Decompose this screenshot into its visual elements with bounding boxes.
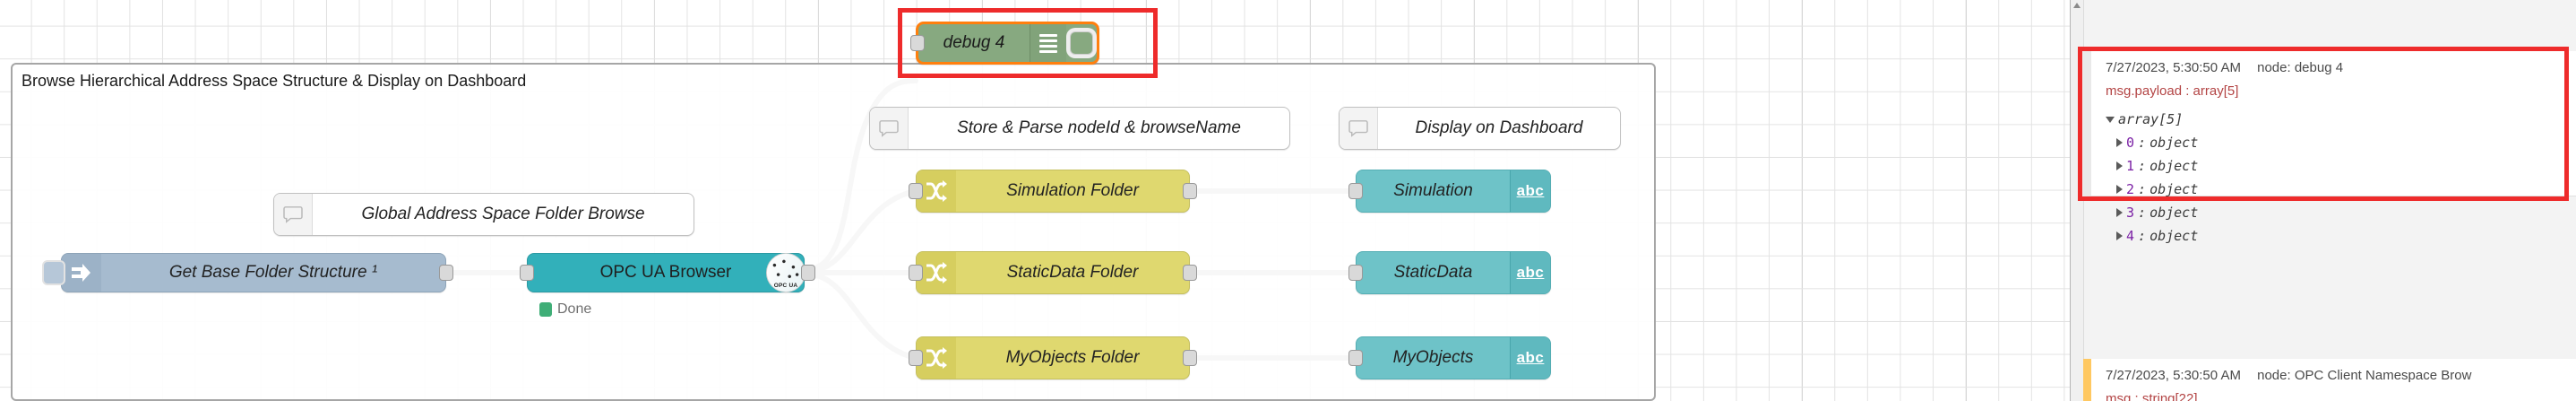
- comment-store-parse-label: Store & Parse nodeId & browseName: [957, 118, 1241, 137]
- debug-message-item[interactable]: 7/27/2023, 5:30:50 AM node: debug 4 msg.…: [2083, 51, 2576, 244]
- abc-icon: abc: [1510, 252, 1550, 293]
- tree-root-row[interactable]: array[5]: [2106, 111, 2566, 127]
- scroll-up-arrow-icon[interactable]: [2073, 3, 2081, 8]
- debug-message-topic: msg.payload : array[5]: [2106, 83, 2239, 99]
- abc-icon: abc: [1510, 337, 1550, 379]
- staticdata-folder-input-port[interactable]: [909, 265, 923, 281]
- comment-icon: [870, 108, 909, 149]
- simulation-input-port[interactable]: [1348, 183, 1363, 199]
- node-ui-text-myobjects[interactable]: MyObjects abc: [1348, 336, 1551, 379]
- ui-text-myobjects-label: MyObjects: [1392, 348, 1474, 367]
- function-icon: [917, 337, 956, 379]
- node-ui-text-staticdata[interactable]: StaticData abc: [1348, 251, 1551, 294]
- tree-item-value: object: [2150, 205, 2199, 221]
- tree-item-key: 0: [2126, 135, 2135, 151]
- simulation-folder-output-port[interactable]: [1183, 183, 1197, 199]
- tree-item-row[interactable]: 3: object: [2106, 205, 2566, 221]
- comment-icon: [274, 194, 313, 235]
- comment-display-dashboard-label: Display on Dashboard: [1415, 118, 1583, 137]
- staticdata-folder-output-port[interactable]: [1183, 265, 1197, 281]
- simulation-folder-input-port[interactable]: [909, 183, 923, 199]
- group-title: Browse Hierarchical Address Space Struct…: [22, 72, 527, 90]
- myobjects-folder-input-port[interactable]: [909, 350, 923, 366]
- node-opc-ua-browser[interactable]: OPC UA Browser OPC UA: [520, 253, 815, 292]
- myobjects-input-port[interactable]: [1348, 350, 1363, 366]
- tree-item-key: 1: [2126, 158, 2135, 174]
- tree-item-value: object: [2150, 228, 2199, 244]
- debug-4-input-port[interactable]: [910, 35, 925, 51]
- debug-payload-tree[interactable]: array[5] 0: object 1: object 2: object: [2106, 111, 2566, 244]
- chevron-right-icon[interactable]: [2116, 231, 2123, 240]
- node-function-simulation-folder[interactable]: Simulation Folder: [909, 170, 1197, 213]
- staticdata-folder-label: StaticData Folder: [1006, 263, 1139, 282]
- chevron-down-icon[interactable]: [2106, 116, 2115, 123]
- opcua-status-badge: Done: [539, 301, 591, 318]
- comment-display-dashboard[interactable]: Display on Dashboard: [1339, 107, 1621, 150]
- tree-item-row[interactable]: 1: object: [2106, 158, 2566, 174]
- inject-arrow-icon: [62, 254, 101, 292]
- debug-timestamp: 7/27/2023, 5:30:50 AM: [2106, 60, 2241, 75]
- node-inject-get-base-folder[interactable]: Get Base Folder Structure ¹: [42, 253, 453, 292]
- comment-store-parse[interactable]: Store & Parse nodeId & browseName: [869, 107, 1290, 150]
- simulation-folder-label: Simulation Folder: [1006, 181, 1139, 200]
- ui-text-simulation-label: Simulation: [1393, 181, 1473, 200]
- node-function-myobjects-folder[interactable]: MyObjects Folder: [909, 336, 1197, 379]
- tree-item-row[interactable]: 2: object: [2106, 181, 2566, 197]
- myobjects-folder-output-port[interactable]: [1183, 350, 1197, 366]
- function-icon: [917, 252, 956, 293]
- comment-icon: [1340, 108, 1378, 149]
- chevron-right-icon[interactable]: [2116, 185, 2123, 194]
- chevron-right-icon[interactable]: [2116, 208, 2123, 217]
- debug-message-header: 7/27/2023, 5:30:50 AM node: debug 4: [2106, 60, 2566, 75]
- tree-item-row[interactable]: 4: object: [2106, 228, 2566, 244]
- tree-item-row[interactable]: 0: object: [2106, 135, 2566, 151]
- opcua-status-text: Done: [557, 301, 592, 317]
- opc-ua-logo-icon: OPC UA: [766, 253, 806, 292]
- hamburger-icon: [1030, 24, 1066, 62]
- node-ui-text-simulation[interactable]: Simulation abc: [1348, 170, 1551, 213]
- opc-ua-badge-text: OPC UA: [773, 283, 798, 289]
- debug-message-header: 7/27/2023, 5:30:50 AM node: OPC Client N…: [2106, 368, 2566, 383]
- tree-item-value: object: [2150, 135, 2199, 151]
- comment-global-address-space[interactable]: Global Address Space Folder Browse: [273, 193, 694, 236]
- inject-button[interactable]: [42, 260, 65, 285]
- abc-icon: abc: [1510, 170, 1550, 212]
- debug-toggle-button[interactable]: [1066, 24, 1097, 62]
- tree-item-key: 4: [2126, 228, 2135, 244]
- tree-item-key: 2: [2126, 181, 2135, 197]
- tree-root-label: array[5]: [2118, 111, 2184, 127]
- function-icon: [917, 170, 956, 212]
- comment-global-address-space-label: Global Address Space Folder Browse: [361, 205, 645, 223]
- debug-message-item[interactable]: 7/27/2023, 5:30:50 AM node: OPC Client N…: [2083, 359, 2576, 401]
- debug-timestamp: 7/27/2023, 5:30:50 AM: [2106, 368, 2241, 383]
- sidebar-scrollbar[interactable]: [2071, 0, 2084, 401]
- opcua-input-port[interactable]: [520, 265, 534, 281]
- inject-node-label: Get Base Folder Structure ¹: [168, 263, 378, 282]
- tree-item-value: object: [2150, 181, 2199, 197]
- debug-source-node: node: debug 4: [2257, 60, 2344, 75]
- node-function-staticdata-folder[interactable]: StaticData Folder: [909, 251, 1197, 294]
- tree-item-value: object: [2150, 158, 2199, 174]
- chevron-right-icon[interactable]: [2116, 138, 2123, 147]
- debug-sidebar[interactable]: 7/27/2023, 5:30:50 AM node: debug 4 msg.…: [2070, 0, 2576, 401]
- status-dot-icon: [539, 302, 552, 317]
- flow-canvas[interactable]: Browse Hierarchical Address Space Struct…: [0, 0, 2070, 401]
- chevron-right-icon[interactable]: [2116, 161, 2123, 170]
- debug-source-node: node: OPC Client Namespace Brow: [2257, 368, 2472, 383]
- myobjects-folder-label: MyObjects Folder: [1005, 348, 1140, 367]
- staticdata-input-port[interactable]: [1348, 265, 1363, 281]
- opc-ua-browser-label: OPC UA Browser: [599, 263, 732, 282]
- node-debug-4[interactable]: debug 4: [910, 22, 1099, 65]
- opcua-output-port[interactable]: [801, 265, 815, 281]
- tree-item-key: 3: [2126, 205, 2135, 221]
- debug-4-label: debug 4: [943, 33, 1005, 52]
- ui-text-staticdata-label: StaticData: [1393, 263, 1473, 282]
- inject-output-port[interactable]: [439, 265, 453, 281]
- debug-message-topic: msg : string[22]: [2106, 391, 2198, 401]
